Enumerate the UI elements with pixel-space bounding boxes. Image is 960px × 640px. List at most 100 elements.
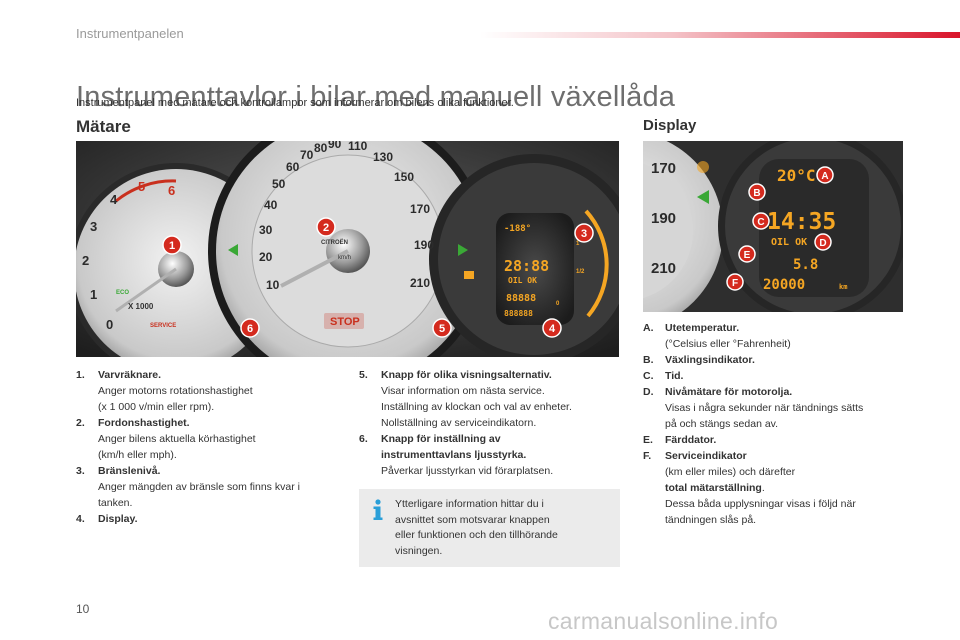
closeup-oil: OIL OK bbox=[771, 237, 807, 248]
closeup-speed-tick: 190 bbox=[651, 210, 676, 227]
speed-tick: 20 bbox=[259, 250, 273, 264]
item-letter: B. bbox=[643, 354, 654, 366]
list-item: C. Tid. bbox=[643, 368, 905, 384]
item-desc: (x 1 000 v/min eller rpm). bbox=[98, 401, 215, 413]
list-item: 5. Knapp för olika visningsalternativ. V… bbox=[359, 367, 621, 431]
tach-tick: 4 bbox=[110, 192, 118, 207]
speed-tick: 210 bbox=[410, 276, 430, 290]
callout-4 bbox=[542, 318, 562, 338]
item-title: Tid. bbox=[665, 370, 684, 382]
item-desc: Nollställning av serviceindikatorn. bbox=[381, 417, 537, 429]
item-desc: Visas i några sekunder när tändnings sät… bbox=[665, 402, 864, 414]
item-title: Färddator. bbox=[665, 434, 717, 446]
list-item: 1. Varvräknare. Anger motorns rotationsh… bbox=[76, 367, 348, 415]
svg-text:A: A bbox=[821, 171, 828, 182]
watermark: carmanualsonline.info bbox=[548, 608, 779, 634]
item-desc: tändningen slås på. bbox=[665, 514, 757, 526]
item-desc: Inställning av klockan och val av enhete… bbox=[381, 401, 572, 413]
left-turn-icon bbox=[228, 244, 238, 256]
callout-3 bbox=[574, 223, 594, 243]
gauges-list-left: 1. Varvräknare. Anger motorns rotationsh… bbox=[76, 367, 348, 527]
list-item: B. Växlingsindikator. bbox=[643, 352, 905, 368]
svg-text:C: C bbox=[757, 217, 764, 228]
tach-service-label: SERVICE bbox=[150, 323, 176, 329]
svg-text:B: B bbox=[753, 188, 760, 199]
item-desc-bold: total mätarställning. bbox=[665, 480, 905, 496]
callout-A bbox=[816, 166, 834, 184]
speed-tick: 80 bbox=[314, 141, 328, 155]
lcd-clock: 28:88 bbox=[504, 257, 549, 275]
header-accent-bar bbox=[480, 32, 960, 38]
lcd-odo-1: 88888 bbox=[506, 293, 536, 304]
tach-eco-label: ECO bbox=[116, 290, 129, 296]
svg-text:E: E bbox=[744, 250, 751, 261]
svg-text:6: 6 bbox=[247, 323, 253, 335]
closeup-temp: 20°C bbox=[777, 166, 816, 185]
page-title: Instrumenttavlor i bilar med manuell väx… bbox=[76, 81, 676, 114]
instrument-cluster-photo: 0 1 2 3 4 5 6 X 1000 SERVICE ECO 10 20 3… bbox=[76, 141, 619, 357]
bold-suffix: . bbox=[761, 482, 765, 494]
list-item: 2. Fordonshastighet. Anger bilens aktuel… bbox=[76, 415, 348, 463]
list-item: 4. Display. bbox=[76, 511, 348, 527]
svg-text:F: F bbox=[732, 278, 738, 289]
item-title: Växlingsindikator. bbox=[665, 354, 755, 366]
item-number: 1. bbox=[76, 369, 85, 381]
speed-tick: 130 bbox=[373, 150, 393, 164]
speed-tick: 190 bbox=[414, 238, 434, 252]
info-note: Ytterligare information hittar du i avsn… bbox=[359, 489, 620, 567]
display-heading: Display bbox=[643, 117, 697, 134]
tach-tick: 3 bbox=[90, 219, 97, 234]
page-subtitle: Instrumentpanel med mätare och kontrolla… bbox=[76, 97, 514, 109]
page-number: 10 bbox=[76, 602, 90, 616]
header-section-label: Instrumentpanelen bbox=[76, 26, 184, 41]
lcd-odo-2: 888888 bbox=[504, 309, 533, 318]
item-title: Knapp för olika visningsalternativ. bbox=[381, 369, 552, 381]
left-turn-icon bbox=[697, 190, 709, 204]
display-closeup-photo: 170 190 210 20°C 14:35 OIL OK 5.8 20000 … bbox=[643, 141, 903, 312]
speed-tick: 110 bbox=[348, 141, 368, 153]
speed-tick: 90 bbox=[328, 141, 342, 151]
list-item: 3. Bränslenivå. Anger mängden av bränsle… bbox=[76, 463, 348, 511]
svg-text:1: 1 bbox=[169, 240, 175, 252]
tach-tick: 0 bbox=[106, 317, 113, 332]
speed-tick: 70 bbox=[300, 148, 314, 162]
svg-text:4: 4 bbox=[549, 323, 556, 335]
warning-lamp-icon bbox=[464, 271, 474, 279]
speed-tick: 60 bbox=[286, 160, 300, 174]
item-desc: Dessa båda upplysningar visas i följd nä… bbox=[665, 498, 856, 510]
note-line: Ytterligare information hittar du i bbox=[395, 498, 544, 510]
item-number: 4. bbox=[76, 513, 85, 525]
list-item: A. Utetemperatur. (°Celsius eller °Fahre… bbox=[643, 320, 905, 352]
callout-D bbox=[814, 233, 832, 251]
callout-B bbox=[748, 183, 766, 201]
brand-logo-text: CITROËN bbox=[321, 239, 348, 246]
bold-text: total mätarställning bbox=[665, 482, 762, 494]
item-number: 3. bbox=[76, 465, 85, 477]
fuel-tick: 1/2 bbox=[576, 269, 585, 275]
info-icon bbox=[373, 499, 383, 520]
lcd-oil: OIL OK bbox=[508, 276, 537, 285]
svg-text:3: 3 bbox=[581, 228, 587, 240]
speed-tick: 40 bbox=[264, 198, 278, 212]
list-item: D. Nivåmätare för motorolja. Visas i någ… bbox=[643, 384, 905, 432]
lcd-temp: -188° bbox=[504, 224, 531, 234]
item-number: 5. bbox=[359, 369, 368, 381]
item-title: Utetemperatur. bbox=[665, 322, 740, 334]
closeup-speed-tick: 170 bbox=[651, 160, 676, 177]
list-item: 6. Knapp för inställning av instrumentta… bbox=[359, 431, 621, 479]
warning-lamp-icon bbox=[697, 161, 709, 173]
item-letter: E. bbox=[643, 434, 653, 446]
speed-unit: km/h bbox=[338, 255, 351, 261]
note-line: avsnittet som motsvarar knappen bbox=[395, 513, 550, 526]
display-closeup-drawing: 170 190 210 20°C 14:35 OIL OK 5.8 20000 … bbox=[643, 141, 903, 312]
gauges-heading: Mätare bbox=[76, 117, 131, 136]
gauges-list-right: 5. Knapp för olika visningsalternativ. V… bbox=[359, 367, 621, 479]
callout-E bbox=[738, 245, 756, 263]
speed-tick: 170 bbox=[410, 202, 430, 216]
fuel-tick: 1 bbox=[576, 241, 580, 247]
callout-5 bbox=[432, 318, 452, 338]
item-title: Fordonshastighet. bbox=[98, 417, 190, 429]
closeup-clock: 14:35 bbox=[767, 209, 836, 235]
item-letter: C. bbox=[643, 370, 654, 382]
item-number: 2. bbox=[76, 417, 85, 429]
